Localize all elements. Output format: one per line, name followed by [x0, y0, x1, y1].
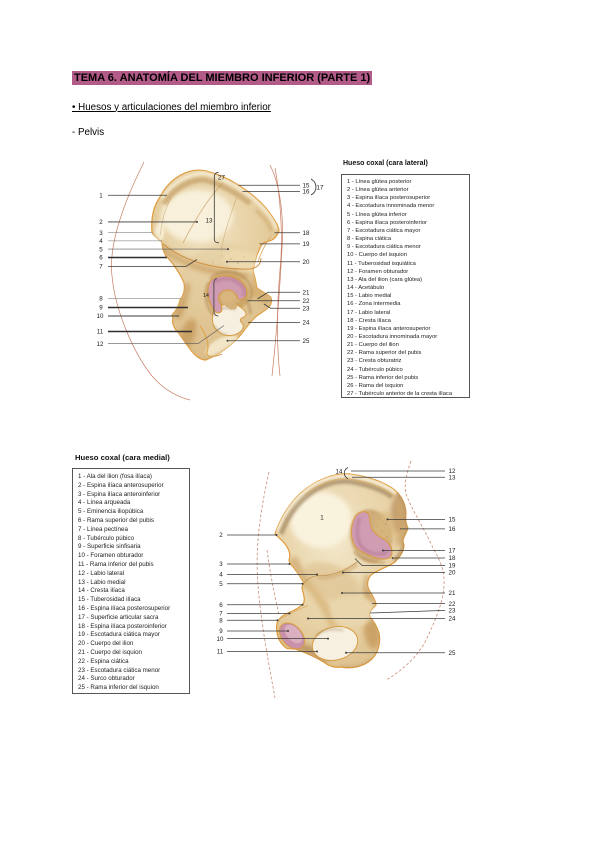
svg-text:23: 23 [303, 305, 310, 312]
svg-text:20: 20 [449, 570, 456, 577]
svg-text:17: 17 [317, 184, 324, 191]
svg-text:14: 14 [336, 469, 343, 476]
svg-text:13: 13 [449, 475, 456, 482]
svg-text:25: 25 [303, 338, 310, 345]
svg-text:3: 3 [99, 230, 103, 237]
svg-text:4: 4 [99, 238, 103, 245]
svg-text:4: 4 [219, 572, 223, 579]
svg-text:21: 21 [449, 590, 456, 597]
svg-text:10: 10 [217, 636, 224, 643]
svg-text:19: 19 [303, 241, 310, 248]
svg-text:25: 25 [449, 650, 456, 657]
svg-text:24: 24 [449, 616, 456, 623]
svg-text:6: 6 [99, 255, 103, 262]
svg-text:8: 8 [99, 296, 103, 303]
svg-text:15: 15 [449, 517, 456, 524]
svg-text:9: 9 [99, 305, 103, 312]
svg-text:15: 15 [303, 182, 310, 189]
svg-text:2: 2 [99, 219, 103, 226]
svg-text:22: 22 [303, 298, 310, 305]
svg-text:14: 14 [203, 293, 209, 299]
svg-text:24: 24 [303, 320, 310, 327]
svg-text:7: 7 [219, 611, 223, 618]
svg-text:3: 3 [219, 561, 223, 568]
svg-text:20: 20 [303, 259, 310, 266]
svg-text:22: 22 [449, 601, 456, 608]
svg-text:12: 12 [449, 468, 456, 475]
svg-text:12: 12 [97, 341, 104, 348]
svg-text:2: 2 [219, 532, 223, 539]
svg-text:19: 19 [449, 563, 456, 570]
svg-text:18: 18 [449, 555, 456, 562]
svg-text:11: 11 [97, 329, 104, 336]
svg-text:1: 1 [320, 515, 324, 522]
svg-text:23: 23 [449, 608, 456, 615]
svg-text:16: 16 [303, 189, 310, 196]
svg-text:8: 8 [219, 618, 223, 625]
svg-text:27: 27 [218, 175, 225, 182]
svg-text:5: 5 [99, 246, 103, 253]
svg-text:11: 11 [217, 649, 224, 656]
svg-text:1: 1 [99, 192, 103, 199]
svg-text:9: 9 [219, 628, 223, 635]
svg-text:10: 10 [97, 313, 104, 320]
svg-text:21: 21 [303, 290, 310, 297]
svg-text:6: 6 [219, 602, 223, 609]
svg-text:18: 18 [303, 230, 310, 237]
svg-text:13: 13 [206, 218, 213, 225]
svg-text:5: 5 [219, 581, 223, 588]
svg-text:16: 16 [449, 526, 456, 533]
svg-text:17: 17 [449, 548, 456, 555]
svg-text:7: 7 [99, 264, 103, 271]
